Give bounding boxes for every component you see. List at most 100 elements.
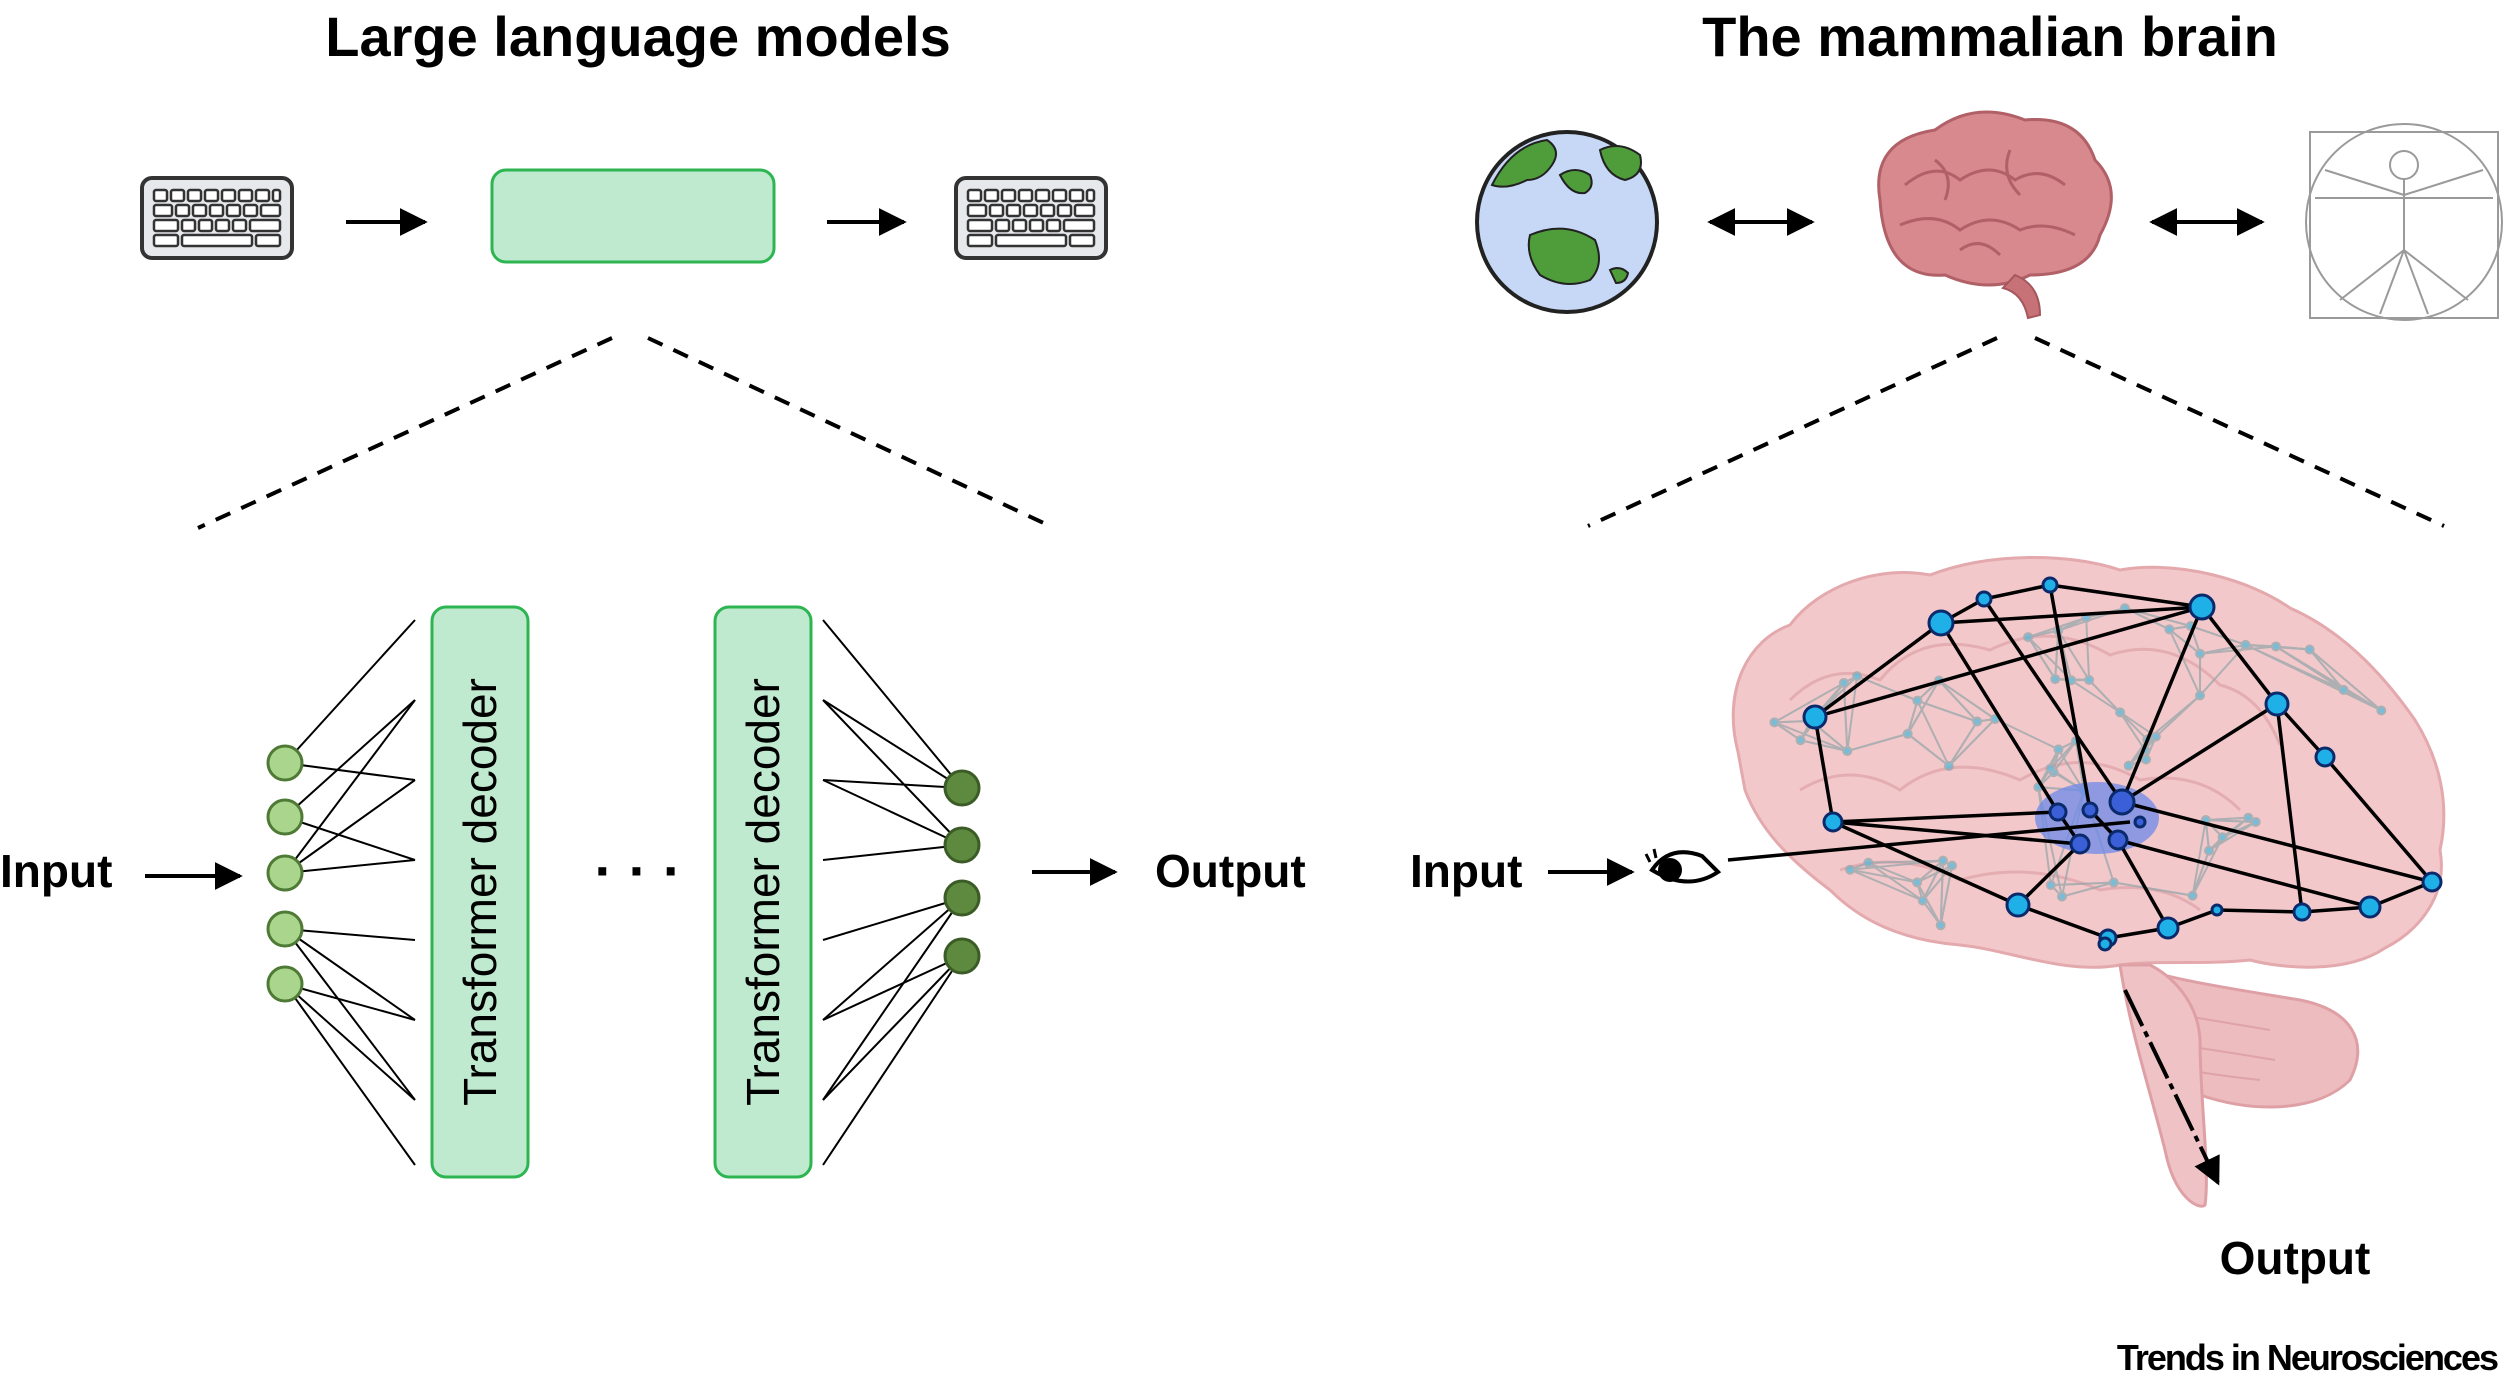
mesh-edge [2027,636,2057,680]
output-edge [822,955,963,1101]
network-hub-node [2133,815,2147,829]
mesh-edge [1916,881,1942,926]
mesh-node [2203,845,2214,856]
mesh-edge [1916,864,1953,884]
output-node [943,826,981,864]
mesh-node [2123,760,2134,771]
mesh-edge [2199,645,2277,655]
network-hub-node [1822,811,1844,833]
mesh-node [2250,816,2261,827]
mesh-node [2140,754,2151,765]
mesh-node [2057,891,2068,902]
output-edge [822,955,963,1166]
llm-output-label: Output [1155,845,1306,897]
input-nodes [266,744,304,1003]
mesh-node [1912,695,1923,706]
vitruvian-man-icon [2305,123,2503,321]
network-hub-node [2097,936,2113,952]
mesh-node [2084,674,2095,685]
mesh-edge [2088,679,2121,714]
network-edge [1814,605,2203,719]
input-edges [284,619,416,1166]
brain-network-illustration [1727,555,2446,1208]
output-edge [822,779,963,846]
mesh-edge [1906,679,1940,735]
mesh-node [1795,735,1806,746]
network-edge [2116,839,2170,929]
mesh-edge [2168,628,2201,655]
mesh-edge [1916,700,1950,767]
mesh-edge [2061,881,2115,898]
mesh-edge [1938,679,1978,723]
transformer-decoder-block-1 [430,605,530,1179]
mesh-edge [2190,625,2246,646]
input-edge [284,983,416,1101]
network-edge [1983,583,2051,601]
mesh-edge [1867,861,1924,902]
network-hub-node [2188,593,2216,621]
mesh-edge [2245,643,2345,691]
transformer-decoder-block-2 [713,605,813,1179]
network-edge [1832,820,2081,846]
mesh-edge [1994,718,2059,751]
mesh-edge [2085,617,2091,680]
zoom-line-right [647,336,1051,528]
mesh-edge [2309,648,2382,712]
network-edge [1813,716,1835,823]
transformer-decoder-label-2: Transformer decoder [737,678,789,1106]
output-edge [822,897,963,1021]
llm-title: Large language models [325,5,951,68]
mesh-node [1769,717,1780,728]
network-hub-node [2041,576,2059,594]
zoom-line-left [197,336,613,530]
network-hub-node [1975,590,1993,608]
mesh-edge [1921,860,1944,902]
output-edge [822,699,963,789]
network-edge [2275,703,2304,913]
network-edge [2121,702,2278,804]
output-edge [822,955,963,1021]
network-edge [1982,598,2124,803]
mesh-node [2194,690,2205,701]
keyboard-icon-output [954,176,1108,260]
mesh-node [1943,761,1954,772]
mesh-edge [2275,645,2310,651]
output-edge [822,897,963,941]
mesh-node [1838,677,1849,688]
mesh-edge [1773,721,1802,741]
mesh-node [2217,832,2228,843]
mesh-edge [2070,679,2121,714]
output-edges [822,619,963,1166]
mesh-edge [2054,630,2060,680]
network-edge [1832,810,2059,824]
mesh-edge [2222,821,2257,839]
mesh-node [2150,731,2161,742]
mesh-node [1863,857,1874,868]
mesh-node [1935,920,1946,931]
mesh-edge [2168,628,2201,696]
mesh-node [2338,684,2349,695]
brain-title: The mammalian brain [1702,5,2278,68]
mesh-edge [1849,859,1944,871]
network-hub-node [2358,895,2382,919]
mesh-edge [2191,836,2224,897]
mesh-node [1912,877,1923,888]
mesh-edge [1849,868,1924,902]
input-node [266,854,304,892]
input-edge [284,928,416,1101]
mesh-edge [2275,645,2345,691]
brain-zoom-line-left [1587,336,1998,528]
mesh-edge [1907,733,1950,767]
mesh-edge [1938,679,1996,720]
mesh-edge [1948,721,1978,767]
network-hub-node [2314,746,2336,768]
mesh-node [2108,877,2119,888]
mesh-node [2053,744,2064,755]
network-hub-node [1802,704,1828,730]
mesh-node [1852,671,1863,682]
input-node [266,965,304,1003]
mesh-node [2187,890,2198,901]
input-edge [284,928,416,1021]
output-edge [822,844,963,861]
